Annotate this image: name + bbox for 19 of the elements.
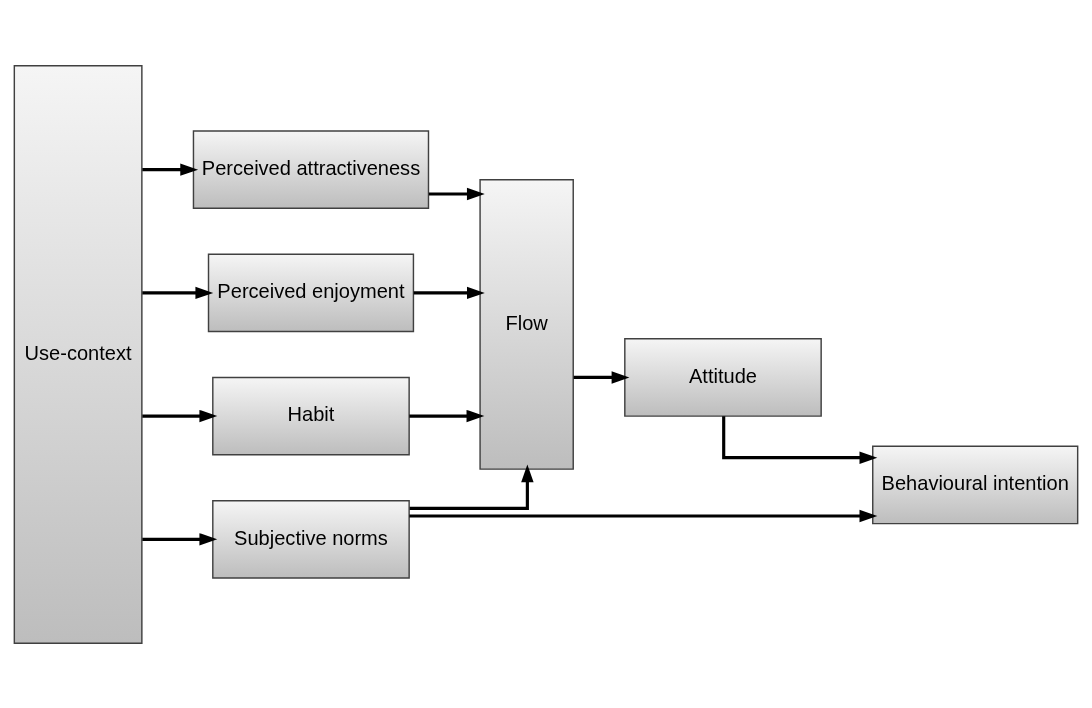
arrow [409,464,534,510]
arrow [413,286,485,299]
arrow [142,409,218,422]
node-box: Flow [479,178,574,470]
node-box: Perceived attractiveness [192,129,430,209]
node-box: Perceived enjoyment [207,252,415,332]
arrow [428,187,485,200]
node-box: Attitude [624,337,822,417]
arrow [573,370,630,384]
arrow [722,415,878,464]
arrow [142,162,199,176]
node-box: Habit [212,376,410,456]
arrow [409,509,878,522]
arrow [142,286,214,299]
node-box: Use-context [13,64,143,644]
node-box: Subjective norms [212,499,410,579]
arrow [142,532,218,546]
arrow [409,409,485,422]
node-box: Behavioural intention [872,445,1079,524]
